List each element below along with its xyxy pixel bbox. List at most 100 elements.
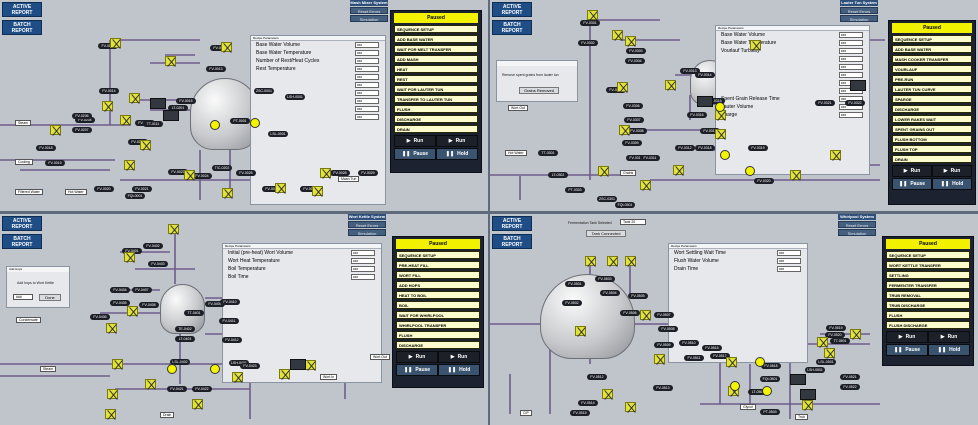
q4-instrument-tag[interactable]: FV-0501 [565, 281, 585, 287]
q4-instrument-tag[interactable]: FV-0516 [702, 345, 722, 351]
q4-instrument-tag[interactable]: FV-0513 [653, 385, 673, 391]
q3-valve-icon[interactable] [232, 372, 243, 382]
q1-valve-icon[interactable] [102, 101, 113, 111]
q4-sequence-step[interactable]: FERMENTER TRANSFER [886, 281, 970, 289]
q4-instrument-tag[interactable]: FV-0515 [570, 410, 590, 416]
q4-instrument-tag[interactable]: FV-0504 [600, 290, 620, 296]
q2-instrument-tag[interactable]: FV-0319 [748, 145, 768, 151]
q4-valve-icon[interactable] [850, 329, 861, 339]
q2-sequence-step[interactable]: LOWER RAKES WAIT [892, 115, 972, 123]
q1-instrument-tag[interactable]: FV-0029 [358, 170, 378, 176]
q1-instrument-tag[interactable]: FV-0018 [36, 145, 56, 151]
q4-pump-icon[interactable] [762, 386, 772, 396]
hops-input[interactable]: ### [13, 294, 33, 300]
q4-instrument-tag[interactable]: FV-0507 [654, 312, 674, 318]
q1-instrument-tag[interactable]: ZSC-0001 [254, 88, 274, 94]
q1-valve-icon[interactable] [124, 160, 135, 170]
q1-valve-icon[interactable] [312, 186, 323, 196]
q1-param-value-field[interactable]: ### [355, 98, 379, 104]
q2-instrument-tag[interactable]: PT-0303 [565, 187, 585, 193]
q3-valve-icon[interactable] [192, 399, 203, 409]
q2-param-value-field[interactable]: ### [839, 32, 863, 38]
q2-instrument-tag[interactable]: FV-0310 [626, 155, 646, 161]
q2-sequence-step[interactable]: SPARGE [892, 95, 972, 103]
q2-param-value-field[interactable]: ### [839, 72, 863, 78]
q4-instrument-tag[interactable]: TT-0501 [830, 338, 850, 344]
q3-valve-icon[interactable] [105, 409, 116, 419]
q3-instrument-tag[interactable]: FV-0410 [220, 299, 240, 305]
q1-instrument-tag[interactable]: FV-0025 [236, 170, 256, 176]
q3-valve-icon[interactable] [168, 224, 179, 234]
q2-sequence-step[interactable]: SPENT GRAINS OUT [892, 125, 972, 133]
q1-instrument-tag[interactable]: FV-0020 [94, 186, 114, 192]
q1-instrument-tag[interactable]: TIC-0202 [212, 165, 232, 171]
q2-instrument-tag[interactable]: FV-0318 [695, 145, 715, 151]
q2-sequence-step[interactable]: SEQUENCE SETUP [892, 35, 972, 43]
q1-instrument-tag[interactable]: FV-0204 [75, 117, 95, 123]
q4-pump-icon[interactable] [755, 357, 765, 367]
q1-param-value-field[interactable]: ### [355, 74, 379, 80]
q4-simulation-button[interactable]: Simulation [838, 229, 876, 236]
q1-param-value-field[interactable]: ### [355, 114, 379, 120]
q3-sequence-step[interactable]: DISCHARGE [396, 341, 480, 349]
q2-valve-icon[interactable] [830, 150, 841, 160]
q3-sequence-step[interactable]: WAIT FOR WHIRLPOOL [396, 311, 480, 319]
q1-active-report-button[interactable]: ACTIVE REPORT [2, 2, 42, 17]
q3-sequence-step[interactable]: HEAT TO BOIL [396, 291, 480, 299]
q1-instrument-tag[interactable]: PT-0001 [230, 118, 250, 124]
q3-sequence-step[interactable]: BOIL [396, 301, 480, 309]
q3-instrument-tag[interactable]: FV-0404 [110, 287, 130, 293]
q2-instrument-tag[interactable]: FQI-0301 [615, 202, 635, 208]
q1-sequence-step[interactable]: WAIT FOR LAUTER TUN [394, 85, 478, 93]
q2-valve-icon[interactable] [750, 40, 761, 50]
q3-sequence-step[interactable]: ADD HOPS [396, 281, 480, 289]
q2-instrument-tag[interactable]: FV-0314 [695, 72, 715, 78]
q3-instrument-tag[interactable]: FV-0421 [167, 386, 187, 392]
q2-valve-icon[interactable] [640, 180, 651, 190]
q2-sequence-step[interactable]: VOURLAUF [892, 65, 972, 73]
q3-param-value-field[interactable]: ### [351, 250, 375, 256]
q2-instrument-tag[interactable]: FV-0309 [622, 140, 642, 146]
q4-sequence-step[interactable]: SEQUENCE SETUP [886, 251, 970, 259]
q4-instrument-tag[interactable]: FV-0503 [595, 276, 615, 282]
q1-sequence-step[interactable]: HEAT [394, 65, 478, 73]
q3-instrument-tag[interactable]: FV-0405 [110, 300, 130, 306]
q2-active-report-button[interactable]: ACTIVE REPORT [492, 2, 532, 17]
q4-reset-errors-button[interactable]: Reset Errors [838, 221, 876, 228]
q3-pump-icon[interactable] [210, 364, 220, 374]
q2-instrument-tag[interactable]: FV-0322 [845, 100, 865, 106]
q2-instrument-tag[interactable]: FV-0301 [580, 20, 600, 26]
q1-instrument-tag[interactable]: FV-0024 [192, 173, 212, 179]
q4-instrument-tag[interactable]: FV-0509 [654, 342, 674, 348]
q4-run-button[interactable]: ▶Run [886, 331, 928, 343]
q3-instrument-tag[interactable]: FV-0411 [219, 318, 239, 324]
q3-sequence-step[interactable]: SEQUENCE SETUP [396, 251, 480, 259]
q1-hold-button[interactable]: ❚❚Hold [436, 148, 478, 160]
q2-instrument-tag[interactable]: FV-0315 [705, 98, 725, 104]
q3-param-value-field[interactable]: ### [351, 266, 375, 272]
q1-valve-icon[interactable] [320, 168, 331, 178]
q2-valve-icon[interactable] [619, 125, 630, 135]
q4-instrument-tag[interactable]: FV-0517 [710, 353, 730, 359]
q2-param-value-field[interactable]: ### [839, 56, 863, 62]
q1-instrument-tag[interactable]: LSH-0001 [285, 94, 305, 100]
q2-instrument-tag[interactable]: FV-0321 [815, 100, 835, 106]
grains-removed-button[interactable]: Grains Removed [519, 87, 559, 94]
q3-instrument-tag[interactable]: FV-0407 [132, 287, 152, 293]
q2-sequence-step[interactable]: FLUSH BOTTOM [892, 135, 972, 143]
q3-sequence-step[interactable]: WHIRLPOOL TRANSFER [396, 321, 480, 329]
q4-sequence-step[interactable]: TRUB DISCHARGE [886, 301, 970, 309]
q2-run-button[interactable]: ▶Run [892, 165, 932, 177]
q1-sequence-step[interactable]: REST [394, 75, 478, 83]
q3-instrument-tag[interactable]: LSL-0402 [170, 359, 190, 365]
q3-active-report-button[interactable]: ACTIVE REPORT [2, 216, 42, 231]
q1-param-value-field[interactable]: ### [355, 90, 379, 96]
q4-sequence-step[interactable]: TRUB REMOVAL [886, 291, 970, 299]
q2-sequence-step[interactable]: PRE-RUN [892, 75, 972, 83]
q4-active-report-button[interactable]: ACTIVE REPORT [492, 216, 532, 231]
q3-instrument-tag[interactable]: FV-0402 [143, 243, 163, 249]
q1-instrument-tag[interactable]: FV-0011 [98, 43, 118, 49]
